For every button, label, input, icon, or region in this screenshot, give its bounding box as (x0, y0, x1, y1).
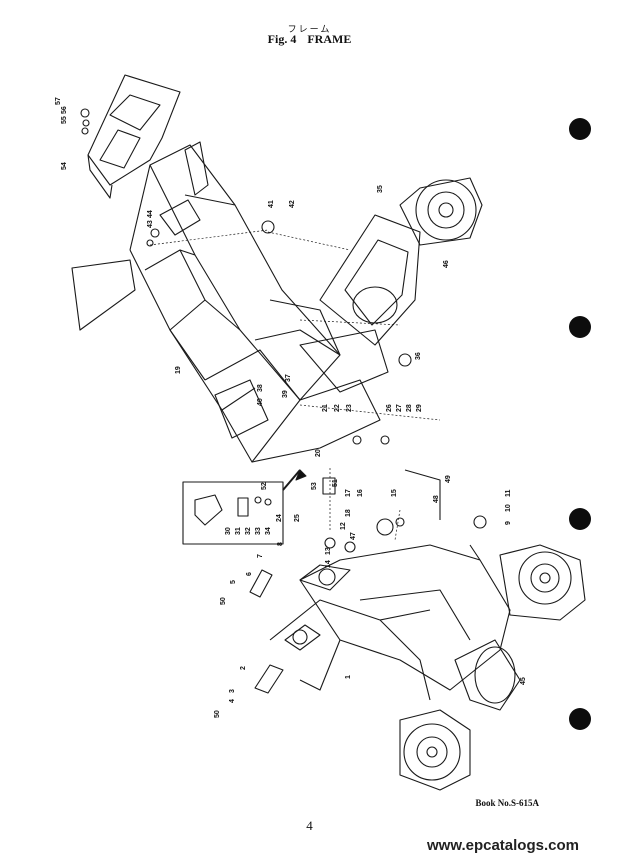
callout-number: 6 (246, 572, 253, 576)
callout-number: 26 (386, 404, 393, 412)
callout-number: 54 (61, 162, 68, 170)
front-frame (269, 544, 521, 711)
callout-number: 9 (505, 521, 512, 525)
callout-number: 22 (334, 404, 341, 412)
callout-number: 49 (445, 475, 452, 483)
callout-number: 50 (214, 710, 221, 718)
callout-number: 18 (345, 509, 352, 517)
callout-number: 28 (406, 404, 413, 412)
callout-number: 23 (346, 404, 353, 412)
reference-arrow (282, 469, 301, 491)
callout-number: 2 (240, 666, 247, 670)
binder-hole-icon (569, 708, 591, 730)
callout-number: 36 (415, 352, 422, 360)
front-axle-hubs (399, 544, 586, 791)
binder-hole-icon (569, 316, 591, 338)
callout-number: 50 (220, 597, 227, 605)
callout-number: 57 (55, 97, 62, 105)
book-number: Book No.S-615A (475, 798, 539, 808)
callout-number: 4 (229, 699, 236, 703)
callout-number: 29 (416, 404, 423, 412)
counterweight-plate (87, 74, 181, 199)
callout-number: 16 (357, 489, 364, 497)
callout-number: 44 (147, 210, 154, 218)
callout-number: 34 (265, 527, 272, 535)
callout-number: 45 (520, 677, 527, 685)
binder-hole-icon (569, 508, 591, 530)
callout-number: 41 (268, 200, 275, 208)
page-number: 4 (306, 818, 313, 833)
callout-number: 15 (391, 489, 398, 497)
callout-number: 13 (325, 547, 332, 555)
callout-number: 7 (257, 554, 264, 558)
reference-arrowhead (295, 469, 307, 481)
callout-number: 14 (325, 560, 332, 568)
callout-number: 43 (147, 220, 154, 228)
pins-and-bushings (80, 108, 487, 694)
callout-number: 38 (257, 384, 264, 392)
watermark: www.epcatalogs.com (427, 837, 579, 854)
figure-label: Fig. 4 (267, 32, 297, 46)
binder-hole-icon (569, 118, 591, 140)
callout-number: 27 (396, 404, 403, 412)
callout-number: 55 (61, 116, 68, 124)
callout-number: 53 (311, 482, 318, 490)
callout-number: 51 (332, 479, 339, 487)
callout-number: 17 (345, 489, 352, 497)
callout-number: 24 (276, 514, 283, 522)
figure-title: Fig. 4 FRAME (0, 32, 619, 47)
callout-number: 19 (175, 366, 182, 374)
callout-number: 3 (229, 689, 236, 693)
title-japanese: フレーム (287, 24, 332, 34)
callout-number: 46 (443, 260, 450, 268)
callout-number: 35 (377, 185, 384, 193)
inset-detail (182, 481, 284, 545)
callout-number: 42 (289, 200, 296, 208)
callout-number: 25 (294, 514, 301, 522)
leader-lines (149, 229, 441, 541)
callout-number: 39 (282, 390, 289, 398)
callout-number: 5 (230, 580, 237, 584)
callout-number: 1 (345, 675, 352, 679)
callout-number: 32 (245, 527, 252, 535)
callout-number: 56 (61, 106, 68, 114)
callout-number: 31 (235, 527, 242, 535)
rear-axle-housing (319, 177, 483, 346)
main-frame (71, 141, 389, 463)
figure-name: FRAME (307, 32, 352, 46)
callout-number: 11 (505, 489, 512, 497)
callout-number: 10 (505, 504, 512, 512)
callout-number: 52 (261, 482, 268, 490)
callout-number: 37 (285, 374, 292, 382)
callout-number: 8 (277, 542, 284, 546)
callout-number: 47 (350, 532, 357, 540)
callout-number: 12 (340, 522, 347, 530)
callout-number: 30 (225, 527, 232, 535)
callout-number: 33 (255, 527, 262, 535)
callout-number: 48 (433, 495, 440, 503)
callout-number: 21 (322, 404, 329, 412)
callout-number: 20 (315, 449, 322, 457)
callout-number: 40 (257, 398, 264, 406)
